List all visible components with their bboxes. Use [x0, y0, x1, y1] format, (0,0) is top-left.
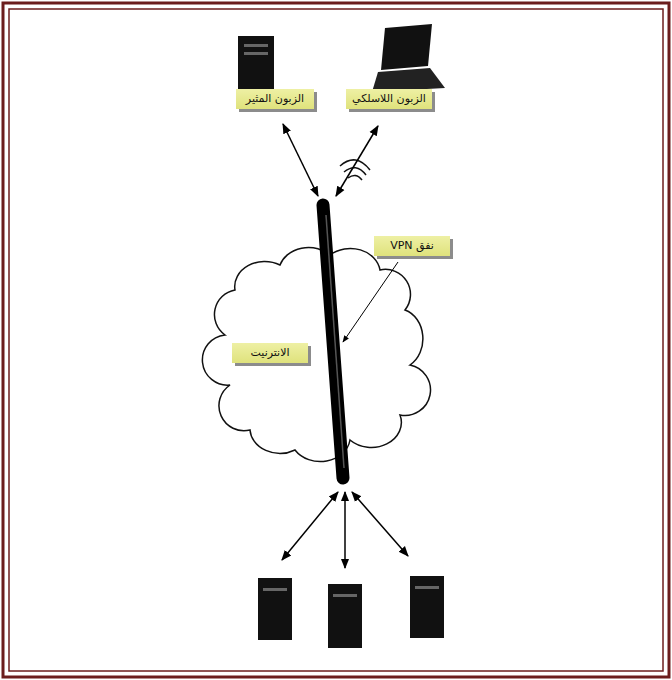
client-arrow — [283, 124, 318, 196]
inner-frame — [9, 9, 663, 671]
label-box: الانترنيت — [232, 343, 308, 363]
label-text: الزبون المثير — [242, 92, 308, 106]
laptop-icon — [372, 24, 445, 92]
tunnel-highlight — [326, 215, 344, 468]
outer-frame — [3, 3, 669, 677]
server-icon — [328, 584, 362, 648]
server-arrow — [352, 492, 408, 556]
client-arrow — [336, 126, 378, 196]
label-text: الزبون اللاسلكي — [352, 92, 426, 106]
internet-cloud — [202, 248, 430, 462]
server-arrow — [344, 492, 346, 568]
server-icon — [410, 576, 444, 638]
server-arrow — [282, 492, 338, 560]
desktop-icon — [238, 36, 274, 92]
label-text: نفق VPN — [380, 239, 444, 253]
leader-line — [343, 262, 398, 342]
label-text: الانترنيت — [238, 346, 302, 360]
vpn-tunnel — [323, 205, 343, 478]
label-box: الزبون اللاسلكي — [346, 89, 432, 109]
label-box: نفق VPN — [374, 236, 450, 256]
label-box: الزبون المثير — [236, 89, 314, 109]
server-icon — [258, 578, 292, 640]
